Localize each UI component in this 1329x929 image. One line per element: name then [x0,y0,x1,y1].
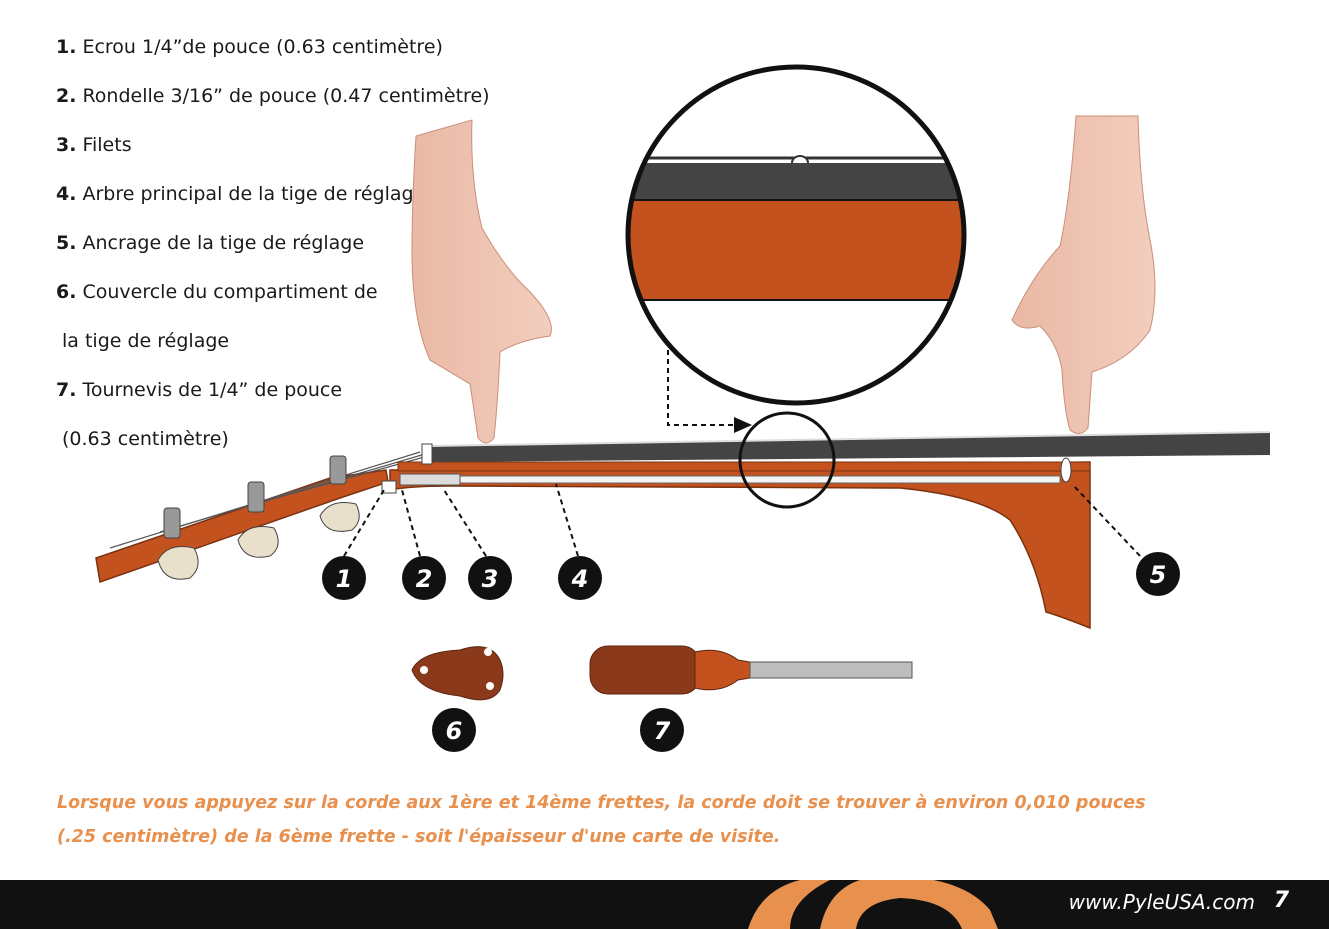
badge-3: 3 [468,556,512,600]
magnifier-circle [625,64,967,406]
tuning-peg-icon [237,481,279,558]
screwdriver-icon [589,645,913,695]
instruction-note: Lorsque vous appuyez sur la corde aux 1è… [57,786,1257,854]
legend-item-7: 7.Tournevis de 1/4” de pouce [56,379,343,401]
tuning-peg-icon [157,507,199,580]
legend-item-4: 4.Arbre principal de la tige de réglage [56,183,426,205]
badge-7: 7 [640,708,684,752]
legend-item-6-cont: la tige de réglage [62,330,230,352]
legend-item-6: 6.Couvercle du compartiment de [56,281,378,303]
tuning-peg-icon [319,455,360,532]
legend-item-1: 1.Ecrou 1/4”de pouce (0.63 centimètre) [56,36,443,58]
footer-bar: www.PyleUSA.com 7 [0,880,1329,929]
note-line-2: (.25 centimètre) de la 6ème frette - soi… [57,827,781,847]
truss-rod-cover-icon [411,646,504,701]
headstock [95,451,429,584]
magnifier-spot [738,411,836,509]
pointing-hand-left-icon [411,119,552,444]
svg-text:1: 1 [336,565,353,593]
legend-item-7-cont: (0.63 centimètre) [62,428,229,450]
svg-text:2: 2 [416,565,433,593]
parts-legend: 1.Ecrou 1/4”de pouce (0.63 centimètre) 2… [56,36,490,477]
page-number: 7 [1273,888,1289,913]
svg-text:7: 7 [654,717,671,745]
guitar-neck-diagram: 1 2 3 4 5 6 7 [95,64,1271,752]
badge-1: 1 [322,556,366,600]
tuning-pegs [157,455,360,580]
legend-item-3: 3.Filets [56,134,132,156]
legend-item-2: 2.Rondelle 3/16” de pouce (0.47 centimèt… [56,85,490,107]
badge-2: 2 [402,556,446,600]
svg-text:6: 6 [446,717,463,745]
svg-text:5: 5 [1150,561,1167,589]
neck-body [381,431,1271,630]
pointing-hand-right-icon [1011,115,1156,434]
legend-item-5: 5.Ancrage de la tige de réglage [56,232,365,254]
svg-text:3: 3 [482,565,499,593]
svg-text:4: 4 [571,565,589,593]
footer-url[interactable]: www.PyleUSA.com [1068,890,1255,914]
badge-6: 6 [432,708,476,752]
badge-4: 4 [558,556,602,600]
badge-5: 5 [1136,552,1180,596]
note-line-1: Lorsque vous appuyez sur la corde aux 1è… [57,793,1146,813]
footer-logo-shapes [748,880,998,929]
